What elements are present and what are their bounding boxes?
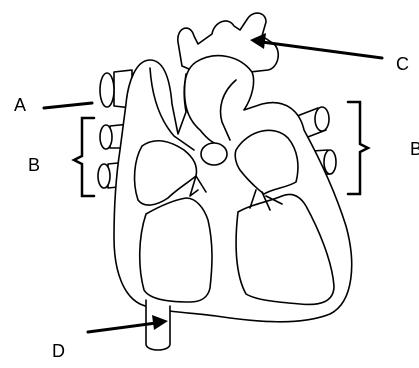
label-d: D — [52, 342, 65, 360]
left-mid-vessel-opening — [100, 125, 112, 149]
valve-circle — [201, 143, 227, 165]
bracket-b-right — [348, 102, 368, 194]
label-b-left: B — [28, 156, 40, 174]
left-low-vessel-opening — [98, 164, 110, 188]
label-a: A — [14, 96, 26, 114]
right-upper-vessel-opening — [315, 107, 329, 131]
right-lower-vessel-opening — [324, 150, 336, 174]
bracket-b-left — [74, 118, 94, 196]
left-ventricle-chamber — [140, 198, 212, 302]
label-b-right: B — [410, 140, 419, 158]
left-upper-vessel-opening — [100, 73, 114, 107]
label-c: C — [396, 55, 409, 73]
pointer-c-line — [262, 42, 382, 58]
pointer-a-line — [44, 103, 92, 108]
